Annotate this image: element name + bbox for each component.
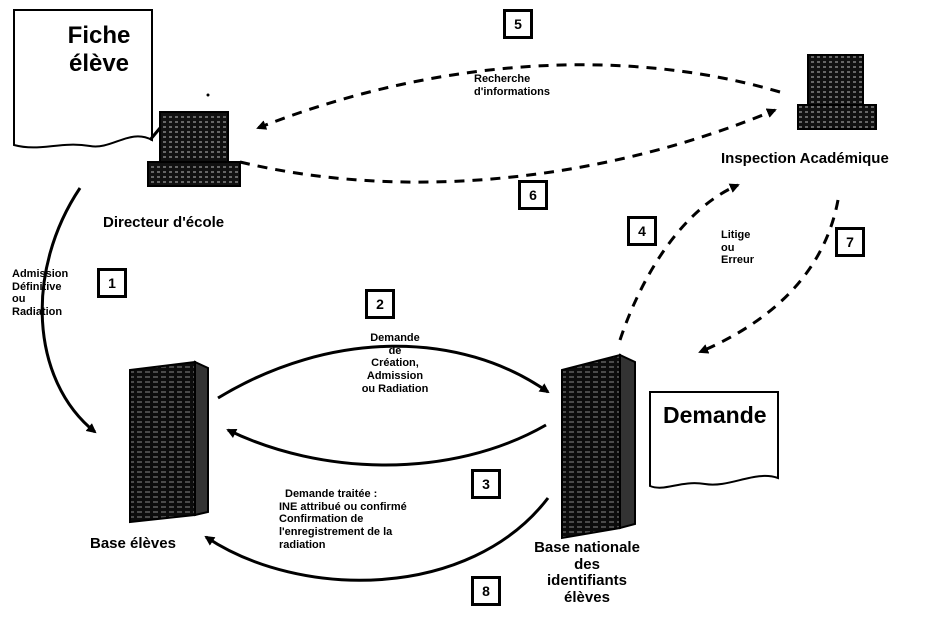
admission-line1: Admission	[12, 268, 69, 280]
step-2-badge: 2	[365, 289, 395, 319]
step-8-badge: 8	[471, 576, 501, 606]
base-nationale-server-icon	[561, 353, 636, 540]
arrow-1-admission	[40, 187, 97, 434]
base-nationale-line4: élèves	[564, 588, 610, 606]
demande-document	[649, 391, 779, 489]
inspection-label: Inspection Académique	[721, 150, 889, 167]
demande-creation-line1: Demande	[370, 332, 420, 344]
fiche-eleve-title: Fiche élève	[54, 22, 144, 77]
demande-traitee-label: Demande traitée : INE attribué ou confir…	[279, 488, 407, 551]
step-3-badge: 3	[471, 469, 501, 499]
litige-line3: Erreur	[721, 254, 755, 267]
arrow-4-litige	[618, 183, 740, 341]
demande-creation-line3: Création,	[371, 357, 419, 370]
inspection-computer-icon	[797, 54, 877, 130]
litige-label: Litige ou Erreur	[721, 229, 754, 267]
demande-traitee-line1: Demande traitée :	[285, 488, 378, 500]
demande-creation-line2: de	[388, 344, 402, 357]
base-nationale-label: Base nationale des identifiants élèves	[512, 539, 662, 606]
recherche-line2: d'informations	[474, 85, 550, 98]
litige-line1: Litige	[721, 229, 751, 241]
base-eleves-label: Base élèves	[90, 535, 176, 552]
demande-traitee-line2: INE attribué ou confirmé	[279, 500, 407, 513]
directeur-computer-icon	[147, 111, 241, 187]
recherche-line1: Recherche	[474, 73, 531, 85]
fiche-eleve-document	[13, 9, 153, 149]
demande-traitee-line5: radiation	[279, 538, 326, 551]
arrow-5-recherche	[256, 63, 781, 130]
fiche-title-line1: Fiche	[67, 22, 131, 49]
admission-line3: ou	[12, 293, 26, 306]
demande-traitee-line3: Confirmation de	[279, 513, 364, 526]
step-4-badge: 4	[627, 216, 657, 246]
step-6-badge: 6	[518, 180, 548, 210]
base-eleves-server-icon	[129, 360, 209, 524]
demande-document-title: Demande	[663, 402, 767, 428]
demande-creation-line5: ou Radiation	[361, 382, 429, 395]
arrow-2-demande	[217, 344, 550, 400]
demande-creation-line4: Admission	[366, 369, 424, 382]
fiche-title-line2: élève	[68, 49, 130, 77]
admission-label: Admission Définitive ou Radiation	[12, 268, 68, 319]
base-nationale-line3: identifiants	[546, 572, 627, 589]
arrow-3-demande-traitee	[226, 423, 547, 467]
step-1-badge: 1	[97, 268, 127, 298]
demande-traitee-line4: l'enregistrement de la	[279, 525, 393, 538]
arrow-7-retour-demande	[698, 199, 840, 354]
demande-creation-label: Demande de Création, Admission ou Radiat…	[335, 332, 455, 395]
admission-line2: Définitive	[12, 280, 62, 293]
arrow-8-confirmation	[204, 497, 550, 582]
directeur-label: Directeur d'école	[103, 214, 225, 231]
recherche-label: Recherche d'informations	[474, 73, 550, 98]
step-5-badge: 5	[503, 9, 533, 39]
litige-line2: ou	[721, 241, 735, 254]
admission-line4: Radiation	[12, 305, 63, 318]
arrow-6-recherche-retour	[239, 108, 777, 184]
base-nationale-line1: Base nationale	[534, 539, 640, 556]
step-7-badge: 7	[835, 227, 865, 257]
base-nationale-line2: des	[574, 555, 600, 573]
decorative-dot	[206, 93, 210, 97]
